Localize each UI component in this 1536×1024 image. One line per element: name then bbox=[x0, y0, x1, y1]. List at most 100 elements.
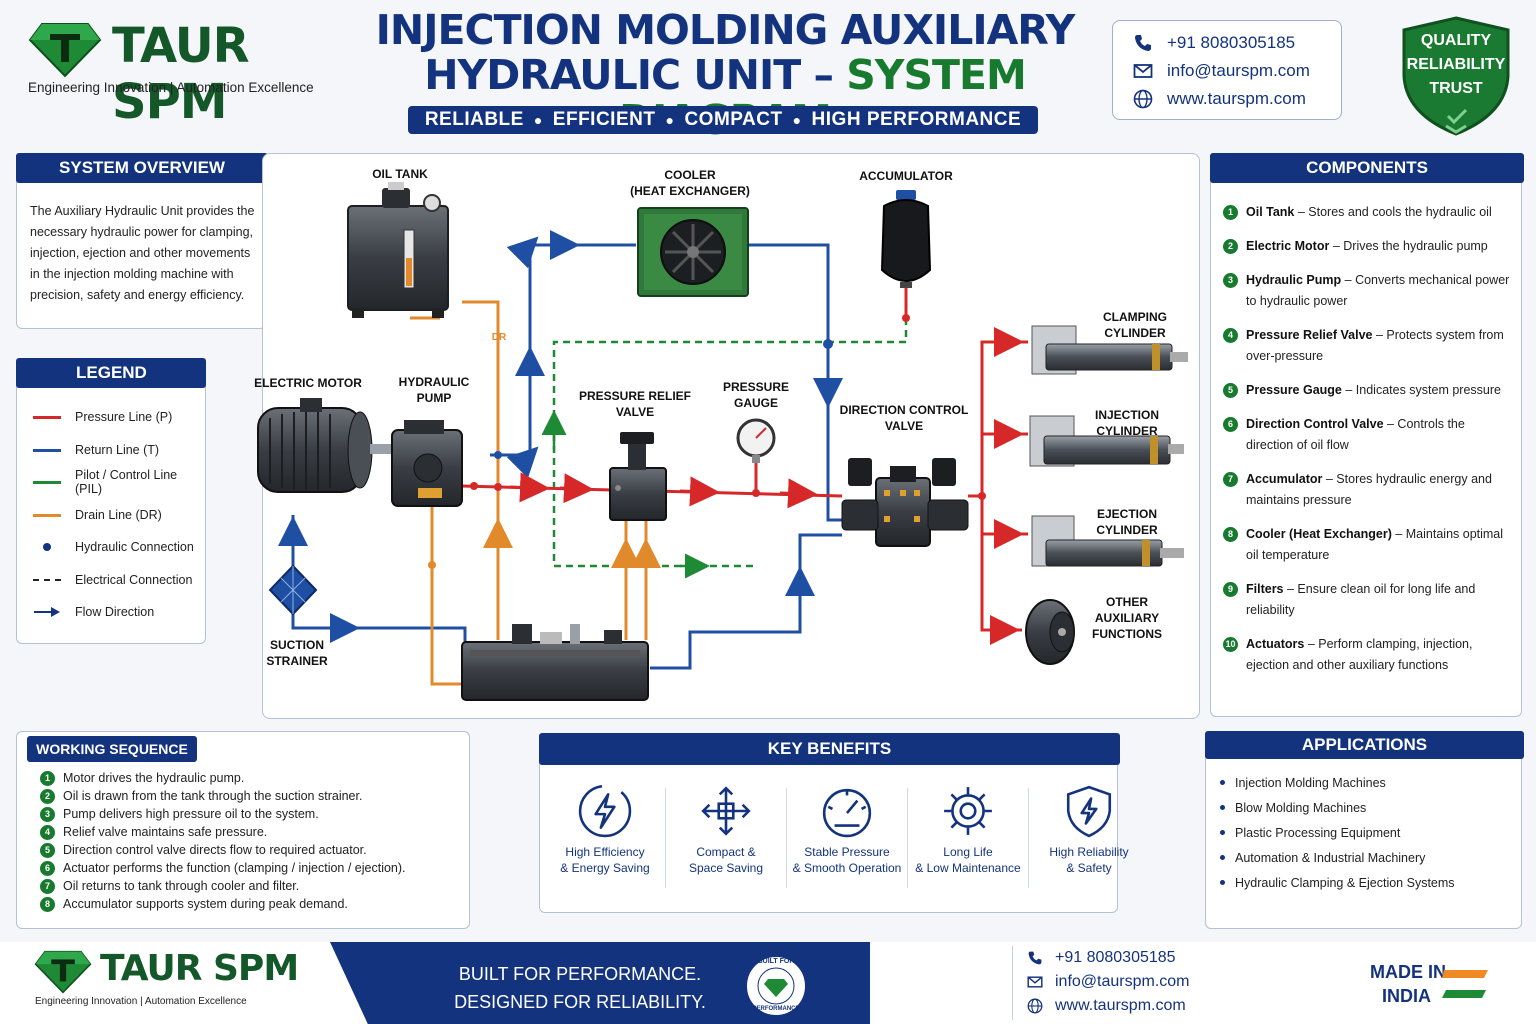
legend-symbol bbox=[33, 541, 61, 553]
legend-item: Pilot / Control Line (PIL) bbox=[33, 466, 205, 499]
made-in-line-1: MADE IN bbox=[1370, 962, 1446, 982]
return-line bbox=[291, 515, 467, 650]
component-desc: – Maintains optimal oil temperature bbox=[1246, 527, 1504, 562]
component-number: 3 bbox=[1223, 273, 1238, 288]
pilot-line bbox=[552, 318, 908, 568]
application-label: Plastic Processing Equipment bbox=[1235, 825, 1401, 840]
pressure-line bbox=[980, 496, 1022, 632]
application-label: Injection Molding Machines bbox=[1235, 775, 1386, 790]
label-hydraulic-pump: HYDRAULIC PUMP bbox=[398, 375, 470, 405]
component-name: Accumulator bbox=[1246, 472, 1323, 486]
application-label: Automation & Industrial Machinery bbox=[1235, 850, 1426, 865]
component-name: Cooler (Heat Exchanger) bbox=[1246, 527, 1392, 541]
component-text: Hydraulic Pump – Converts mechanical pow… bbox=[1246, 270, 1513, 312]
mail-icon bbox=[1027, 976, 1043, 988]
legend-label: Pressure Line (P) bbox=[75, 410, 173, 425]
drain-line bbox=[462, 300, 500, 640]
hydraulic-connection-dot bbox=[823, 339, 833, 349]
component-text: Direction Control Valve – Controls the d… bbox=[1246, 414, 1513, 456]
components-title: COMPONENTS bbox=[1210, 153, 1524, 183]
component-name: Pressure Relief Valve bbox=[1246, 328, 1373, 342]
mail-icon bbox=[1133, 64, 1153, 78]
component-desc: – Perform clamping, injection, ejection … bbox=[1246, 637, 1473, 672]
component-number: 6 bbox=[1223, 417, 1238, 432]
component-name: Pressure Gauge bbox=[1246, 383, 1342, 397]
component-desc: – Controls the direction of oil flow bbox=[1246, 417, 1465, 452]
legend-label: Flow Direction bbox=[75, 605, 155, 620]
arrows-icon bbox=[665, 784, 787, 838]
bullet-icon bbox=[1220, 780, 1225, 785]
footer: TAUR SPM Engineering Innovation | Automa… bbox=[0, 942, 1536, 1024]
legend-item: Return Line (T) bbox=[33, 434, 205, 467]
component-number: 5 bbox=[1223, 383, 1238, 398]
page-title: INJECTION MOLDING AUXILIARY HYDRAULIC UN… bbox=[360, 8, 1090, 143]
sequence-step: 7 Oil returns to tank through cooler and … bbox=[40, 877, 460, 895]
benefit-line-1: High Efficiency bbox=[565, 845, 645, 859]
pressure-line bbox=[968, 340, 1028, 498]
hydraulic-pump-graphic bbox=[391, 420, 463, 507]
legend-symbol bbox=[33, 476, 61, 488]
label-clamping-cylinder: CLAMPING CYLINDER bbox=[1103, 310, 1167, 340]
legend-label: Pilot / Control Line (PIL) bbox=[75, 468, 178, 497]
sequence-title: WORKING SEQUENCE bbox=[27, 736, 197, 762]
component-desc: – Ensure clean oil for long life and rel… bbox=[1246, 582, 1476, 617]
component-text: Cooler (Heat Exchanger) – Maintains opti… bbox=[1246, 524, 1513, 566]
component-text: Accumulator – Stores hydraulic energy an… bbox=[1246, 469, 1513, 511]
bullet-icon bbox=[1220, 830, 1225, 835]
component-desc: – Converts mechanical power to hydraulic… bbox=[1246, 273, 1510, 308]
sequence-text: Oil returns to tank through cooler and f… bbox=[63, 879, 300, 893]
benefits-title: KEY BENEFITS bbox=[539, 733, 1120, 765]
sequence-text: Pump delivers high pressure oil to the s… bbox=[63, 807, 319, 821]
benefit-divider bbox=[1028, 788, 1029, 888]
pressure-arrow-seg bbox=[779, 478, 818, 509]
footer-contact-web[interactable]: www.taurspm.com bbox=[1027, 994, 1212, 1018]
component-number: 2 bbox=[1223, 239, 1238, 254]
sequence-number: 4 bbox=[40, 824, 55, 840]
component-name: Actuators bbox=[1246, 637, 1305, 651]
label-direction-valve: DIRECTION CONTROL VALVE bbox=[839, 403, 969, 433]
sequence-number: 3 bbox=[40, 806, 55, 822]
contact-web[interactable]: www.taurspm.com bbox=[1133, 85, 1341, 113]
bolt-icon bbox=[544, 784, 666, 838]
sequence-number: 7 bbox=[40, 878, 55, 894]
benefit-item: High Reliability& Safety bbox=[1028, 784, 1150, 876]
globe-icon bbox=[1027, 998, 1043, 1014]
shield-icon bbox=[1028, 784, 1150, 838]
label-injection-cylinder: INJECTION CYLINDER bbox=[1094, 408, 1159, 438]
component-item: 3 Hydraulic Pump – Converts mechanical po… bbox=[1223, 270, 1513, 312]
component-desc: – Drives the hydraulic pump bbox=[1329, 239, 1488, 253]
footer-contact-email[interactable]: info@taurspm.com bbox=[1027, 970, 1212, 994]
label-electric-motor: ELECTRIC MOTOR bbox=[254, 376, 362, 390]
benefit-divider bbox=[907, 788, 908, 888]
auxiliary-motor-graphic bbox=[1025, 599, 1075, 665]
diamond-logo-icon bbox=[28, 23, 102, 78]
sequence-number: 5 bbox=[40, 842, 55, 858]
legend-item: Flow Direction bbox=[33, 596, 205, 629]
return-line bbox=[490, 236, 636, 479]
contact-phone[interactable]: +91 8080305185 bbox=[1133, 29, 1341, 57]
component-name: Hydraulic Pump bbox=[1246, 273, 1342, 287]
quality-badge: QUALITY RELIABILITY TRUST bbox=[1402, 16, 1510, 136]
benefit-line-2: & Safety bbox=[1066, 861, 1112, 875]
footer-brand-tagline: Engineering Innovation | Automation Exce… bbox=[35, 996, 247, 1007]
component-name: Filters bbox=[1246, 582, 1284, 596]
contact-email[interactable]: info@taurspm.com bbox=[1133, 57, 1341, 85]
hydraulic-connection-dot bbox=[752, 489, 760, 497]
drain-line bbox=[430, 505, 462, 686]
sequence-step: 3 Pump delivers high pressure oil to the … bbox=[40, 805, 460, 823]
benefit-divider bbox=[786, 788, 787, 888]
footer-contact-phone[interactable]: +91 8080305185 bbox=[1027, 946, 1212, 970]
overview-panel: SYSTEM OVERVIEW The Auxiliary Hydraulic … bbox=[16, 153, 268, 329]
footer-phone-text: +91 8080305185 bbox=[1055, 949, 1176, 966]
hydraulic-connection-dot bbox=[494, 451, 502, 459]
